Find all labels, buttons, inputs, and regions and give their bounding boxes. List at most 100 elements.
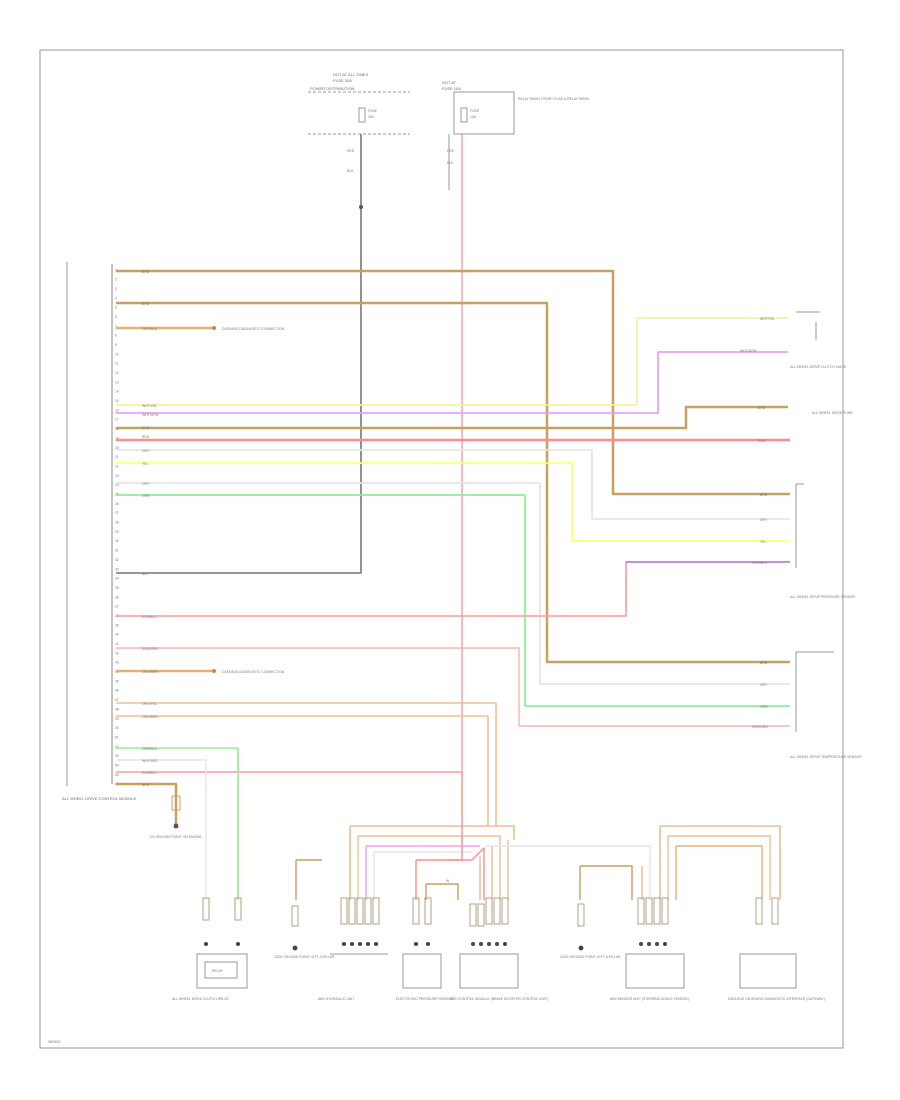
c1-label: ALL WHEEL DRIVE CLUTCH VALVE [790, 365, 847, 369]
module-pin-label: 32 [115, 558, 119, 562]
wires [116, 134, 790, 900]
wire-label-w15: ORG/BRN [142, 670, 158, 674]
module-pin-label: 55 [115, 773, 119, 777]
module-pin-label: 22 [115, 464, 119, 468]
module-pin-label: 33 [115, 567, 119, 571]
wire-label-w21: BRN [142, 783, 150, 787]
ground-left-label: G1 GROUND POINT ON ENGINE [150, 835, 202, 839]
wire-w2 [116, 301, 790, 664]
wire-label-w2: BRN [142, 302, 150, 306]
ground-right-label: G400 GROUND POINT LEFT A-PILLAR [560, 955, 621, 959]
module-pin-label: 37 [115, 605, 119, 609]
module-pin-label: 12 [115, 371, 119, 375]
module-pin-label: 5 [115, 306, 117, 310]
module-name: ALL WHEEL DRIVE CONTROL MODULE [62, 796, 137, 801]
fuse-right-icon [460, 107, 468, 123]
module-pin-label: 14 [115, 390, 119, 394]
wire-label-w4: WHT/YEL [142, 404, 157, 408]
wire-label-w8: GRY [142, 449, 150, 453]
module-pin-label: 7 [115, 324, 117, 328]
wire-supply-red [116, 134, 463, 773]
c2-wire-0: BRN [758, 406, 766, 410]
bottom-comp-4: ABS SENSOR UNIT (STEERING ANGLE SENSOR) [610, 953, 689, 1001]
wire-w9 [116, 462, 790, 542]
wire-w11 [116, 494, 790, 707]
bus-dot-label: W [446, 879, 450, 883]
wire-supply-blk [116, 134, 362, 574]
module-pin-label: 36 [115, 595, 119, 599]
module-pin-label: 31 [115, 549, 119, 553]
wire-w6 [116, 405, 788, 430]
comp2-label: ELECTRONIC PRESSURE SENSOR [396, 997, 453, 1001]
c4-wire-3: RED/GRN [752, 725, 768, 729]
wire-label-w3: ORG/BLU [142, 327, 158, 331]
comp5-label: DATA BUS ON BOARD DIAGNOSTIC INTERFACE (… [728, 997, 825, 1001]
module-pin-label: 35 [115, 586, 119, 590]
top-left-wire-b: BLK [347, 169, 354, 173]
wire-label-w17: ORG/BRN [142, 715, 158, 719]
comp3-label: ABS CONTROL MODULE (BRAKE BOOSTER CONTRO… [450, 997, 548, 1001]
bottom-comp-2: ELECTRONIC PRESSURE SENSOR [396, 953, 453, 1001]
fuse-right-current: 10A [470, 115, 477, 119]
wire-w16 [116, 702, 497, 826]
wire-w18 [116, 747, 239, 900]
module-pin-label: 23 [115, 474, 119, 478]
bottom-comp-1: ABS HYDRAULIC UNIT [318, 953, 388, 1001]
ground-left: G1 GROUND POINT ON ENGINE [150, 835, 202, 839]
wire-labels: BRN BRN ORG/BLU WHT/YEL WHT/GRN BRN RED … [142, 270, 159, 787]
c4-wire-2: GRN [760, 705, 768, 709]
c4-wire-0: BRN [760, 661, 768, 665]
module-pin-label: 13 [115, 380, 119, 384]
fuse-right-name: FUSE [470, 109, 480, 113]
wire-w4 [116, 317, 788, 406]
right-component-2: BRN RED ALL WHEEL DRIVE PUMP [758, 406, 854, 443]
bus-harness-top [350, 825, 515, 840]
module-pin-label: 29 [115, 530, 119, 534]
module-pin-labels: 1234567891011121314151617181920212223242… [115, 268, 119, 786]
module-pin-label: 2 [115, 278, 117, 282]
module-pin-label: 19 [115, 436, 119, 440]
fuse-block-right: HOT AT FUSE 10A FUSE 10A RELAY PANEL FRO… [442, 80, 590, 135]
module-pin-label: 52 [115, 745, 119, 749]
module-pin-label: 54 [115, 764, 119, 768]
ground-mid-label: G200 GROUND POINT LEFT A-PILLAR [274, 955, 335, 959]
fuse-block-right-sub: FUSE 10A [442, 86, 461, 91]
relay-label: ALL WHEEL DRIVE CLUTCH RELAY [172, 997, 229, 1001]
diagram-frame [39, 49, 844, 1049]
fuse-block-left-title: HOT AT ALL TIMES [333, 72, 368, 77]
splice-label-2: DATA BUS DIAGNOSTIC CONNECTION [222, 670, 285, 674]
wire-label-w16: ORG/YEL [142, 702, 157, 706]
module-pin-label: 24 [115, 483, 119, 487]
fuse-left-icon [358, 107, 366, 123]
wire-label-w19: WHT/RED [142, 759, 158, 763]
wire-w17 [116, 715, 489, 826]
wire-label-w9: YEL [142, 462, 149, 466]
module-pin-label: 20 [115, 446, 119, 450]
wire-w13 [116, 561, 790, 617]
fuse-block-right-desc: RELAY PANEL FRONT FUSE & RELAY PANEL [518, 97, 590, 101]
module-pin-label: 30 [115, 539, 119, 543]
wire-label-w14: RED/GRN [142, 647, 158, 651]
wire-w14 [116, 647, 790, 727]
wire-w1 [116, 269, 790, 496]
bottom-terminal-dots [204, 942, 667, 951]
module-pin-label: 28 [115, 521, 119, 525]
module-pin-label: 6 [115, 315, 117, 319]
module-pin-label: 8 [115, 334, 117, 338]
module-pin-label: 17 [115, 418, 119, 422]
wire-label-w1: BRN [142, 270, 150, 274]
module-pin-label: 45 [115, 679, 119, 683]
c4-label: ALL WHEEL DRIVE TEMPERATURE SENSOR [790, 755, 862, 759]
fuse-block-left-sub: FUSE 30A [333, 78, 352, 83]
module-pin-label: 46 [115, 689, 119, 693]
top-right-wire-b: BLK [447, 161, 454, 165]
module-pin-label: 15 [115, 399, 119, 403]
wire-supply-dot [359, 205, 363, 209]
module-pin-label: 21 [115, 455, 119, 459]
c2-wire-1: RED [758, 439, 766, 443]
module-pin-label: 43 [115, 661, 119, 665]
c4-wire-1: GRY [760, 683, 768, 687]
module-pin-label: 47 [115, 698, 119, 702]
wire-label-w11: GRN [142, 494, 150, 498]
